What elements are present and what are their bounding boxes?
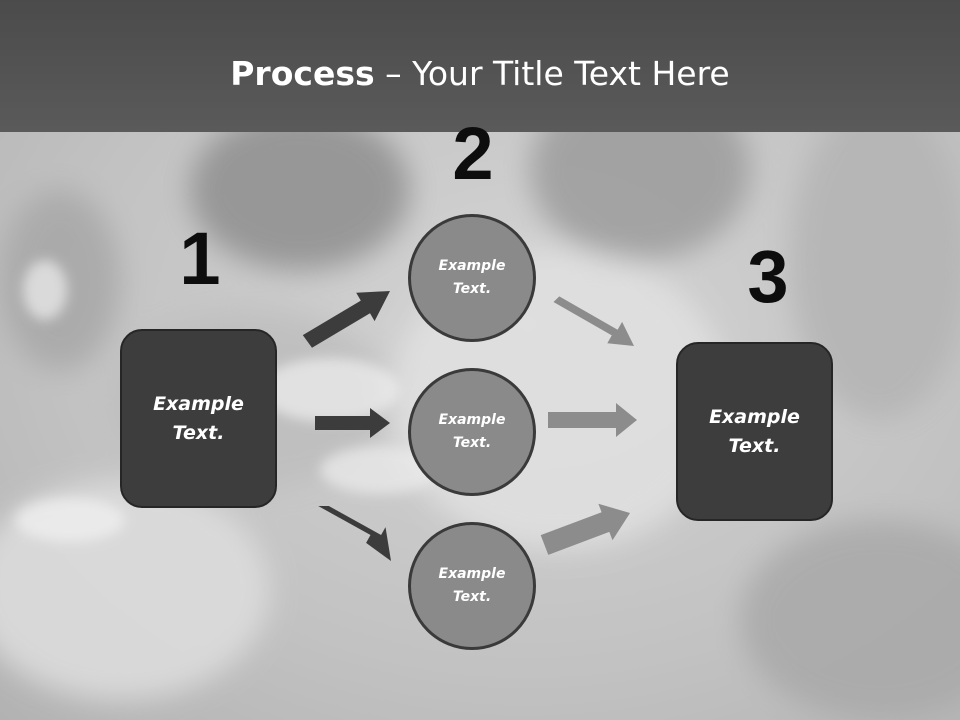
circle-node-1: Example Text.: [408, 214, 536, 342]
step-box-1: Example Text.: [120, 329, 277, 508]
title-bar: [0, 0, 960, 132]
circle-node-2-line2: Text.: [452, 435, 492, 451]
title-rest: – Your Title Text Here: [374, 54, 730, 93]
circle-node-2-line1: Example: [438, 412, 506, 428]
step-box-1-line1: Example: [153, 392, 244, 415]
circle-node-1-line1: Example: [438, 258, 506, 274]
step-box-1-line2: Text.: [172, 421, 225, 444]
circle-node-3-line2: Text.: [452, 589, 492, 605]
circle-node-3-line1: Example: [438, 566, 506, 582]
title-bold: Process: [230, 54, 375, 93]
step-number-3: 3: [747, 235, 789, 318]
step-number-1: 1: [179, 217, 221, 300]
step-number-2: 2: [452, 112, 494, 195]
circle-node-3: Example Text.: [408, 522, 536, 650]
slide-title: Process – Your Title Text Here: [0, 52, 960, 96]
step-box-3-line2: Text.: [728, 434, 781, 457]
step-box-3: Example Text.: [676, 342, 833, 521]
step-box-3-line1: Example: [709, 405, 800, 428]
circle-node-2: Example Text.: [408, 368, 536, 496]
circle-node-1-line2: Text.: [452, 281, 492, 297]
